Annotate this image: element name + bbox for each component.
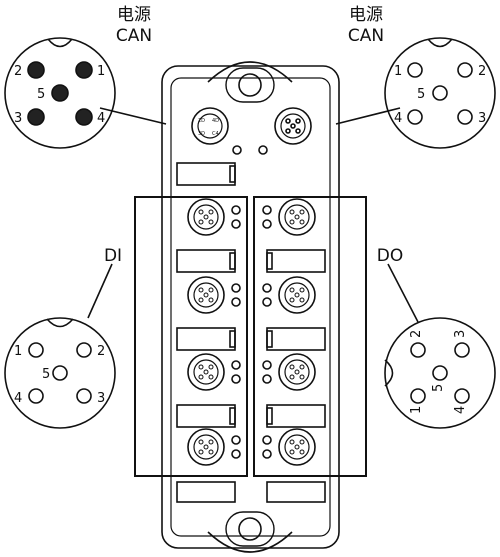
svg-text:2D: 2D — [198, 118, 205, 124]
do-status-led — [262, 360, 272, 370]
do-label-strip — [266, 249, 326, 273]
di-port — [187, 198, 225, 236]
left-power-subtitle: CAN — [115, 26, 153, 47]
do-pin-label: 2 — [409, 330, 424, 338]
module-label-strip-bottom-right — [266, 481, 326, 503]
module-label-strip-top — [176, 162, 236, 186]
module-status-leds-top — [232, 145, 268, 155]
do-group-frame — [253, 196, 367, 477]
di-port — [187, 276, 225, 314]
do-status-led — [262, 205, 272, 215]
di-port — [187, 353, 225, 391]
di-status-led — [231, 449, 241, 459]
do-port — [278, 428, 316, 466]
right-power-pin-label: 5 — [417, 87, 425, 102]
do-pin-label: 3 — [453, 330, 468, 338]
di-pin-label: 5 — [42, 367, 50, 382]
do-status-led — [262, 374, 272, 384]
di-pin-label: 4 — [14, 391, 22, 406]
leader-lines — [87, 107, 419, 323]
do-label-strip — [266, 404, 326, 428]
di-pin-label: 1 — [14, 344, 22, 359]
right-power-subtitle: CAN — [347, 26, 385, 47]
svg-text:3D: 3D — [198, 131, 205, 137]
do-status-led — [262, 435, 272, 445]
io-port-grid — [176, 198, 326, 466]
left-power-pin-label: 5 — [37, 87, 45, 102]
left-power-pin-label: 3 — [14, 111, 22, 126]
left-power-title: 电源 — [117, 5, 151, 25]
do-status-led — [262, 283, 272, 293]
di-label-strip — [176, 327, 236, 351]
di-status-led — [231, 219, 241, 229]
do-port — [278, 198, 316, 236]
module-label-strip-bottom-left — [176, 481, 236, 503]
di-status-led — [231, 374, 241, 384]
do-connector — [384, 317, 496, 429]
di-status-led — [231, 297, 241, 307]
left-power-pin-label: 1 — [97, 64, 105, 79]
svg-text:4D: 4D — [212, 118, 219, 124]
di-label: DI — [103, 246, 123, 266]
power-can-connector-left — [4, 37, 116, 149]
do-status-led — [262, 297, 272, 307]
do-label-strip — [266, 327, 326, 351]
di-port — [187, 428, 225, 466]
do-status-led — [262, 219, 272, 229]
do-label: DO — [376, 246, 404, 266]
di-status-led — [231, 283, 241, 293]
right-power-label: 电源 CAN — [336, 5, 396, 48]
di-pin-label: 2 — [97, 344, 105, 359]
di-group-frame — [134, 196, 248, 477]
right-power-pin-label: 2 — [478, 64, 486, 79]
left-power-pin-label: 2 — [14, 64, 22, 79]
di-status-led — [231, 205, 241, 215]
module-power-port-left: 2D 4D 3D C4 — [191, 107, 229, 145]
right-power-pin-label: 4 — [394, 111, 402, 126]
module-power-port-right — [274, 107, 312, 145]
right-power-title: 电源 — [349, 5, 383, 25]
do-pin-label: 1 — [409, 406, 424, 414]
di-status-led — [231, 435, 241, 445]
power-can-connector-right — [384, 37, 496, 149]
left-power-pin-label: 4 — [97, 111, 105, 126]
di-connector — [4, 317, 116, 429]
di-label-strip — [176, 249, 236, 273]
di-status-led — [231, 360, 241, 370]
right-power-pin-label: 3 — [478, 111, 486, 126]
left-power-label: 电源 CAN — [104, 5, 164, 48]
do-port — [278, 276, 316, 314]
do-status-led — [262, 449, 272, 459]
di-label-strip — [176, 404, 236, 428]
svg-text:C4: C4 — [212, 131, 219, 137]
di-pin-label: 3 — [97, 391, 105, 406]
right-power-pin-label: 1 — [394, 64, 402, 79]
do-pin-label: 5 — [431, 384, 446, 392]
module-housing — [161, 61, 340, 553]
do-port — [278, 353, 316, 391]
do-pin-label: 4 — [453, 406, 468, 414]
